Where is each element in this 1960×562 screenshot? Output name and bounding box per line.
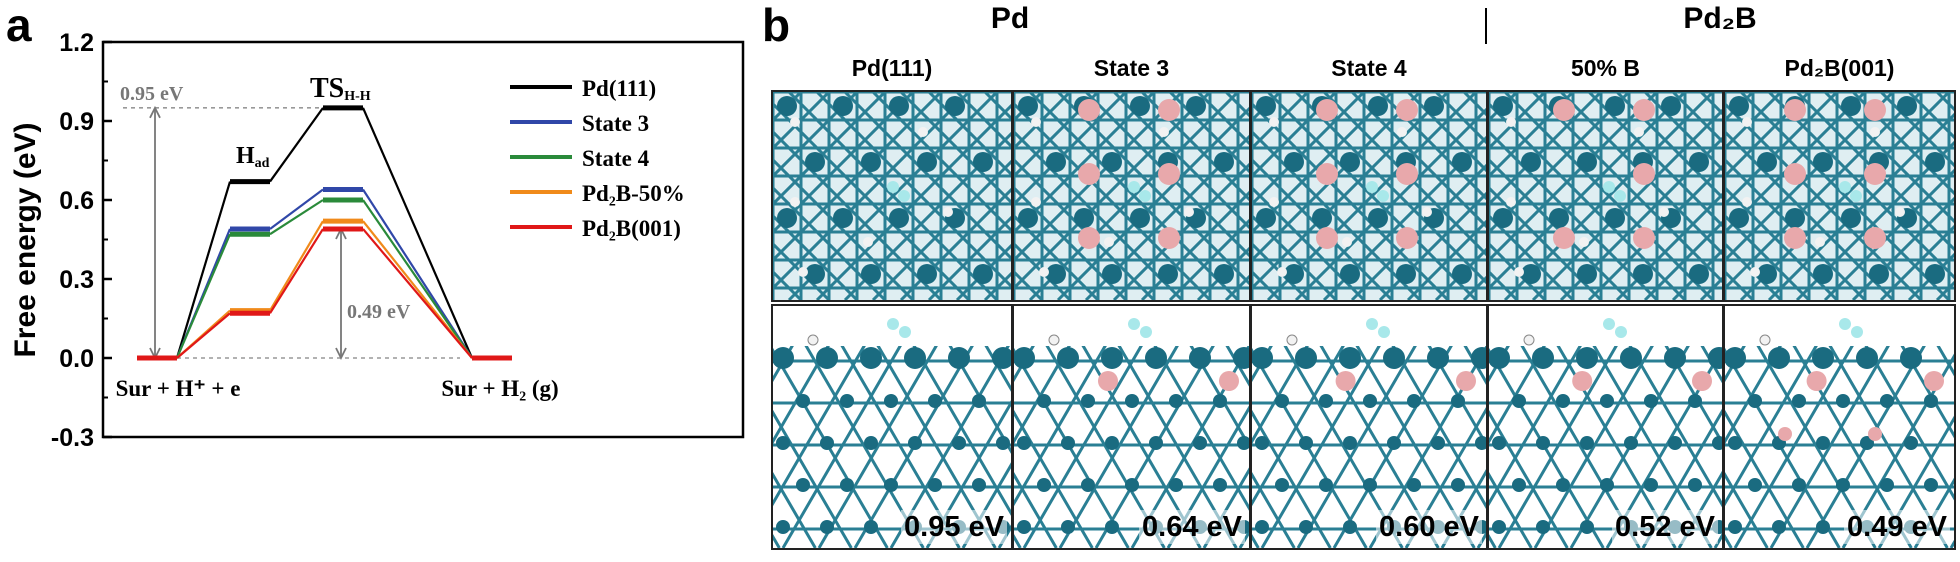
series-connector [175, 181, 232, 359]
structure-side-view: 0.60 eV [1250, 304, 1488, 550]
legend-label: Pd(111) [582, 76, 656, 101]
series-connector [362, 199, 473, 359]
structure-top-view [1723, 90, 1956, 302]
y-tick-label: 1.2 [59, 29, 94, 57]
arrow-0-49-head-bottom [335, 347, 347, 361]
end-state-label: Sur + H₂ (g) [441, 376, 558, 401]
series-connector [269, 220, 324, 312]
structure-side-view: 0.52 eV [1487, 304, 1724, 550]
legend-label: State 4 [582, 146, 650, 171]
y-tick-label: 0.0 [59, 345, 94, 373]
series-connector [361, 107, 474, 359]
series-connector [269, 188, 324, 230]
legend-label: State 3 [582, 111, 649, 136]
series-connector [362, 228, 473, 359]
series-connector [269, 199, 324, 236]
barrier-energy-label: 0.64 eV [1139, 510, 1245, 544]
column-title: State 3 [1093, 55, 1170, 81]
series-connector [269, 228, 324, 314]
structure-side-view: 0.95 eV [771, 304, 1013, 550]
legend: Pd(111) State 3 State 4 Pd₂B-50% Pd₂B(001) [510, 76, 685, 241]
y-tick-label: 0.9 [59, 108, 94, 136]
arrow-0-95-head-top [149, 105, 161, 119]
legend-label: Pd₂B-50% [582, 181, 685, 206]
panel-b-letter: b [762, 0, 791, 51]
ts-label: TSH-H [310, 73, 371, 104]
column-title: State 4 [1331, 55, 1407, 81]
y-axis: 1.2 0.9 0.6 0.3 0.0 -0.3 [51, 29, 112, 452]
structure-top-view [1487, 90, 1724, 302]
structure-top-view [771, 90, 1013, 302]
structure-side-view: 0.64 eV [1012, 304, 1251, 550]
structure-top-view [1012, 90, 1251, 302]
legend-label: Pd₂B(001) [582, 216, 681, 241]
y-tick-label: 0.6 [59, 187, 94, 215]
series-4 [137, 226, 512, 361]
free-energy-chart: 1.2 0.9 0.6 0.3 0.0 -0.3 Free energy (eV) Sur… [9, 29, 745, 452]
group-divider [1485, 8, 1487, 44]
barrier-energy-label: 0.95 eV [901, 510, 1007, 544]
structure-top-view [1250, 90, 1488, 302]
group-title-pd2b: Pd₂B [1683, 2, 1757, 35]
series-connector [175, 233, 232, 359]
panel-a-letter: a [6, 0, 32, 51]
column-title: Pd₂B(001) [1784, 55, 1895, 81]
y-tick-label: -0.3 [51, 424, 94, 452]
y-tick-label: 0.3 [59, 266, 94, 294]
ts-subscript: H-H [344, 89, 371, 104]
series-connector [176, 312, 231, 359]
start-state-label: Sur + H⁺ + e [116, 376, 241, 401]
barrier-energy-label: 0.60 eV [1376, 510, 1482, 544]
group-title-pd: Pd [990, 2, 1030, 35]
series-group [137, 105, 512, 361]
series-connector [269, 107, 324, 183]
y-axis-label: Free energy (eV) [9, 122, 42, 357]
column-title: 50% B [1570, 55, 1641, 81]
barrier-energy-label: 0.49 eV [1844, 510, 1950, 544]
series-2 [137, 197, 512, 361]
annotation-0-95: 0.95 eV [120, 83, 184, 105]
state-labels: Sur + H⁺ + e Sur + H₂ (g) Had TSH-H 0.95… [116, 73, 559, 401]
h-ad-label: Had [236, 143, 270, 171]
column-title: Pd(111) [851, 55, 933, 81]
structure-side-view: 0.49 eV [1723, 304, 1956, 550]
barrier-energy-label: 0.52 eV [1612, 510, 1718, 544]
annotation-0-49: 0.49 eV [347, 301, 411, 323]
h-ad-subscript: ad [255, 156, 270, 171]
